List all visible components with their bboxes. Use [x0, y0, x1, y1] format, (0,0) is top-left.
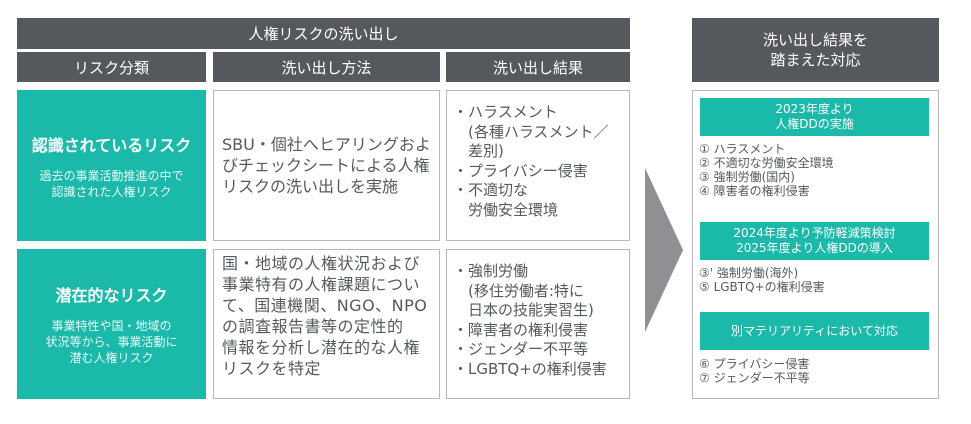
column-header-method: 洗い出し方法: [213, 52, 440, 82]
result-item: ・プライバシー侵害: [453, 161, 588, 180]
result-item: 日本の技能実習生): [453, 301, 594, 319]
method-line: 国・地域の人権状況および: [222, 254, 421, 273]
response-item: ② 不適切な労働安全環境: [699, 156, 834, 170]
result-item: (各種ハラスメント／: [453, 122, 609, 141]
section-title: 人権リスクの洗い出し: [17, 18, 630, 49]
response-item: ⑥ プライバシー侵害: [699, 357, 810, 371]
desc-line: 過去の事業活動推進の中で: [39, 168, 184, 183]
group-label-line: 2025年度より人権DDの導入: [736, 241, 893, 255]
group-label-2023-dd: 2023年度より 人権DDの実施: [700, 98, 929, 136]
response-item: ⑤ LGBTQ+の権利侵害: [699, 280, 825, 294]
group-items-2023: ① ハラスメント ② 不適切な労働安全環境 ③ 強制労働(国内) ④ 障害者の権…: [699, 142, 834, 198]
result-item: ・ハラスメント: [453, 103, 558, 121]
response-item: ① ハラスメント: [699, 142, 786, 156]
response-header-line: 洗い出し結果を: [762, 31, 868, 49]
response-panel: 2023年度より 人権DDの実施 ① ハラスメント ② 不適切な労働安全環境 ③…: [692, 90, 939, 399]
results-box-recognized: ・ハラスメント (各種ハラスメント／ 差別) ・プライバシー侵害 ・不適切な 労…: [446, 90, 630, 241]
group-label-line: 人権DDの実施: [775, 117, 854, 131]
category-title: 認識されているリスク: [31, 135, 192, 155]
method-line: リスクを特定: [222, 359, 322, 378]
column-header-risk-category: リスク分類: [17, 52, 206, 82]
method-box-recognized: SBU・個社へヒアリングおよ びチェックシートによる人権 リスクの洗い出しを実施: [213, 90, 440, 241]
result-item: 差別): [453, 142, 504, 160]
response-item: ⑦ ジェンダー不平等: [699, 371, 810, 385]
category-description: 事業特性や国・地域の 状況等から、事業活動に 潜む人権リスク: [45, 318, 177, 366]
right-arrow-icon: [645, 168, 683, 332]
desc-line: 潜む人権リスク: [69, 351, 154, 365]
method-line: 情報を分析し潜在的な人権: [222, 338, 421, 357]
response-header-line: 踏まえた対応: [770, 51, 861, 69]
response-header: 洗い出し結果を 踏まえた対応: [692, 18, 939, 82]
category-title: 潜在的なリスク: [55, 286, 168, 305]
desc-line: 状況等から、事業活動に: [45, 335, 178, 349]
method-line: て、国連機関、NGO、NPO: [222, 296, 428, 315]
group-label-2024-2025: 2024年度より予防軽減策検討 2025年度より人権DDの導入: [700, 222, 929, 260]
group-label-line: 別マテリアリティにおいて対応: [731, 323, 898, 338]
category-description: 過去の事業活動推進の中で 認識された人権リスク: [39, 168, 183, 200]
column-header-results: 洗い出し結果: [446, 52, 630, 82]
method-line: リスクの洗い出しを実施: [222, 177, 399, 196]
group-label-line: 2023年度より: [775, 102, 854, 116]
result-item: ・ジェンダー不平等: [453, 340, 589, 358]
results-box-potential: ・強制労働 (移住労働者:特に 日本の技能実習生) ・障害者の権利侵害 ・ジェン…: [446, 249, 630, 399]
group-label-line: 2024年度より予防軽減策検討: [733, 226, 896, 240]
group-items-other: ⑥ プライバシー侵害 ⑦ ジェンダー不平等: [699, 357, 810, 385]
method-line: 事業特有の人権課題につい: [222, 275, 421, 294]
desc-line: 認識された人権リスク: [51, 184, 172, 199]
group-items-2024: ③' 強制労働(海外) ⑤ LGBTQ+の権利侵害: [699, 266, 825, 294]
method-line: びチェックシートによる人権: [222, 156, 430, 175]
result-item: ・LGBTQ+の権利侵害: [453, 359, 607, 378]
response-item: ③' 強制労働(海外): [699, 266, 799, 280]
result-item: 労働安全環境: [453, 200, 559, 219]
group-label-other-materiality: 別マテリアリティにおいて対応: [700, 312, 929, 350]
method-box-potential: 国・地域の人権状況および 事業特有の人権課題につい て、国連機関、NGO、NPO…: [213, 249, 440, 399]
result-item: (移住労働者:特に: [453, 281, 584, 300]
desc-line: 事業特性や国・地域の: [51, 319, 172, 333]
category-potential-risk: 潜在的なリスク 事業特性や国・地域の 状況等から、事業活動に 潜む人権リスク: [17, 249, 206, 399]
result-item: ・強制労働: [453, 262, 529, 280]
response-item: ④ 障害者の権利侵害: [699, 184, 810, 198]
result-item: ・障害者の権利侵害: [453, 320, 589, 339]
result-item: ・不適切な: [453, 181, 529, 199]
response-item: ③ 強制労働(国内): [699, 170, 795, 184]
method-line: SBU・個社へヒアリングおよ: [222, 135, 431, 154]
method-line: の調査報告書等の定性的: [222, 317, 404, 336]
category-recognized-risk: 認識されているリスク 過去の事業活動推進の中で 認識された人権リスク: [17, 90, 206, 241]
